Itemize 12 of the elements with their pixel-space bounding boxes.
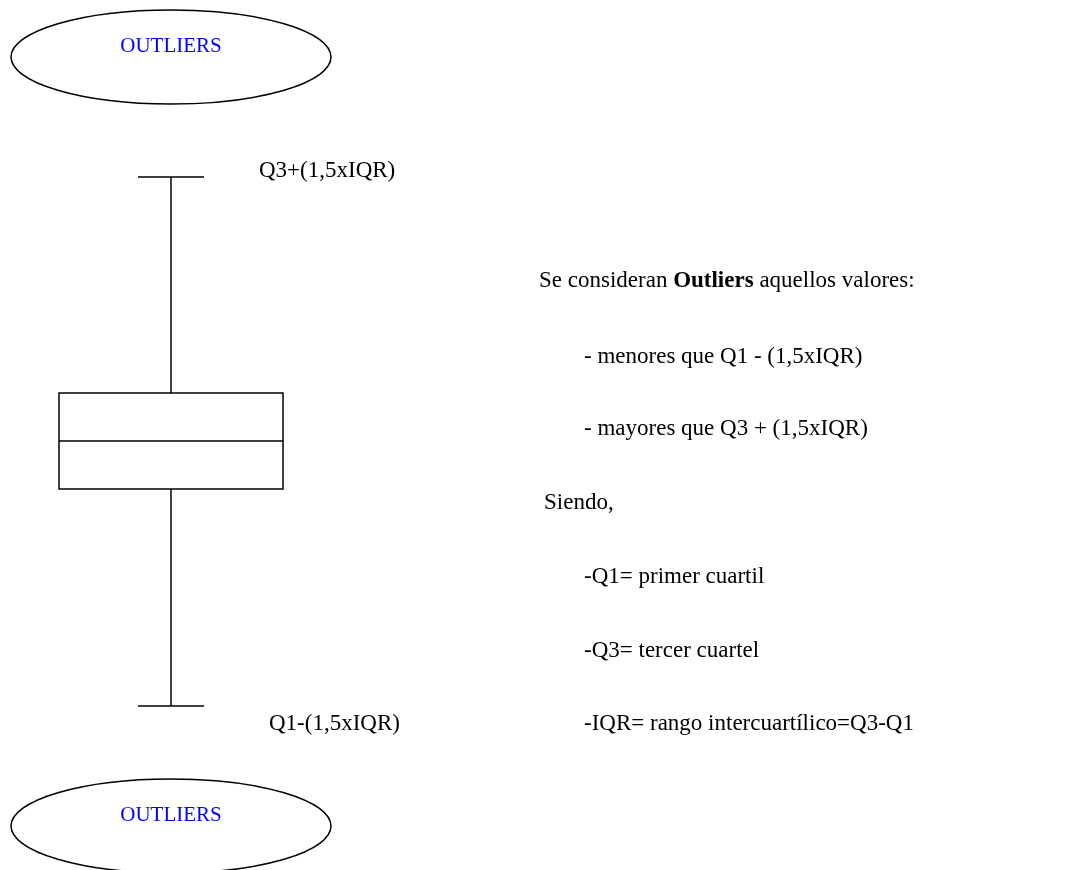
note-text: -IQR= rango intercuartílico=Q3-Q1 bbox=[584, 709, 914, 737]
note-text: - menores que Q1 - (1,5xIQR) bbox=[584, 342, 863, 370]
limit-label: Q1-(1,5xIQR) bbox=[269, 709, 400, 737]
note-text: -Q1= primer cuartil bbox=[584, 562, 765, 590]
ellipse-label: OUTLIERS bbox=[119, 33, 223, 58]
note-text: Siendo, bbox=[544, 488, 614, 516]
ellipse-node bbox=[10, 9, 332, 105]
note-text: Se consideran Outliers aquellos valores: bbox=[539, 266, 915, 294]
limit-label: Q3+(1,5xIQR) bbox=[259, 156, 396, 184]
note-text: - mayores que Q3 + (1,5xIQR) bbox=[584, 414, 868, 442]
note-text: -Q3= tercer cuartel bbox=[584, 636, 760, 664]
ellipse-label: OUTLIERS bbox=[119, 802, 223, 827]
